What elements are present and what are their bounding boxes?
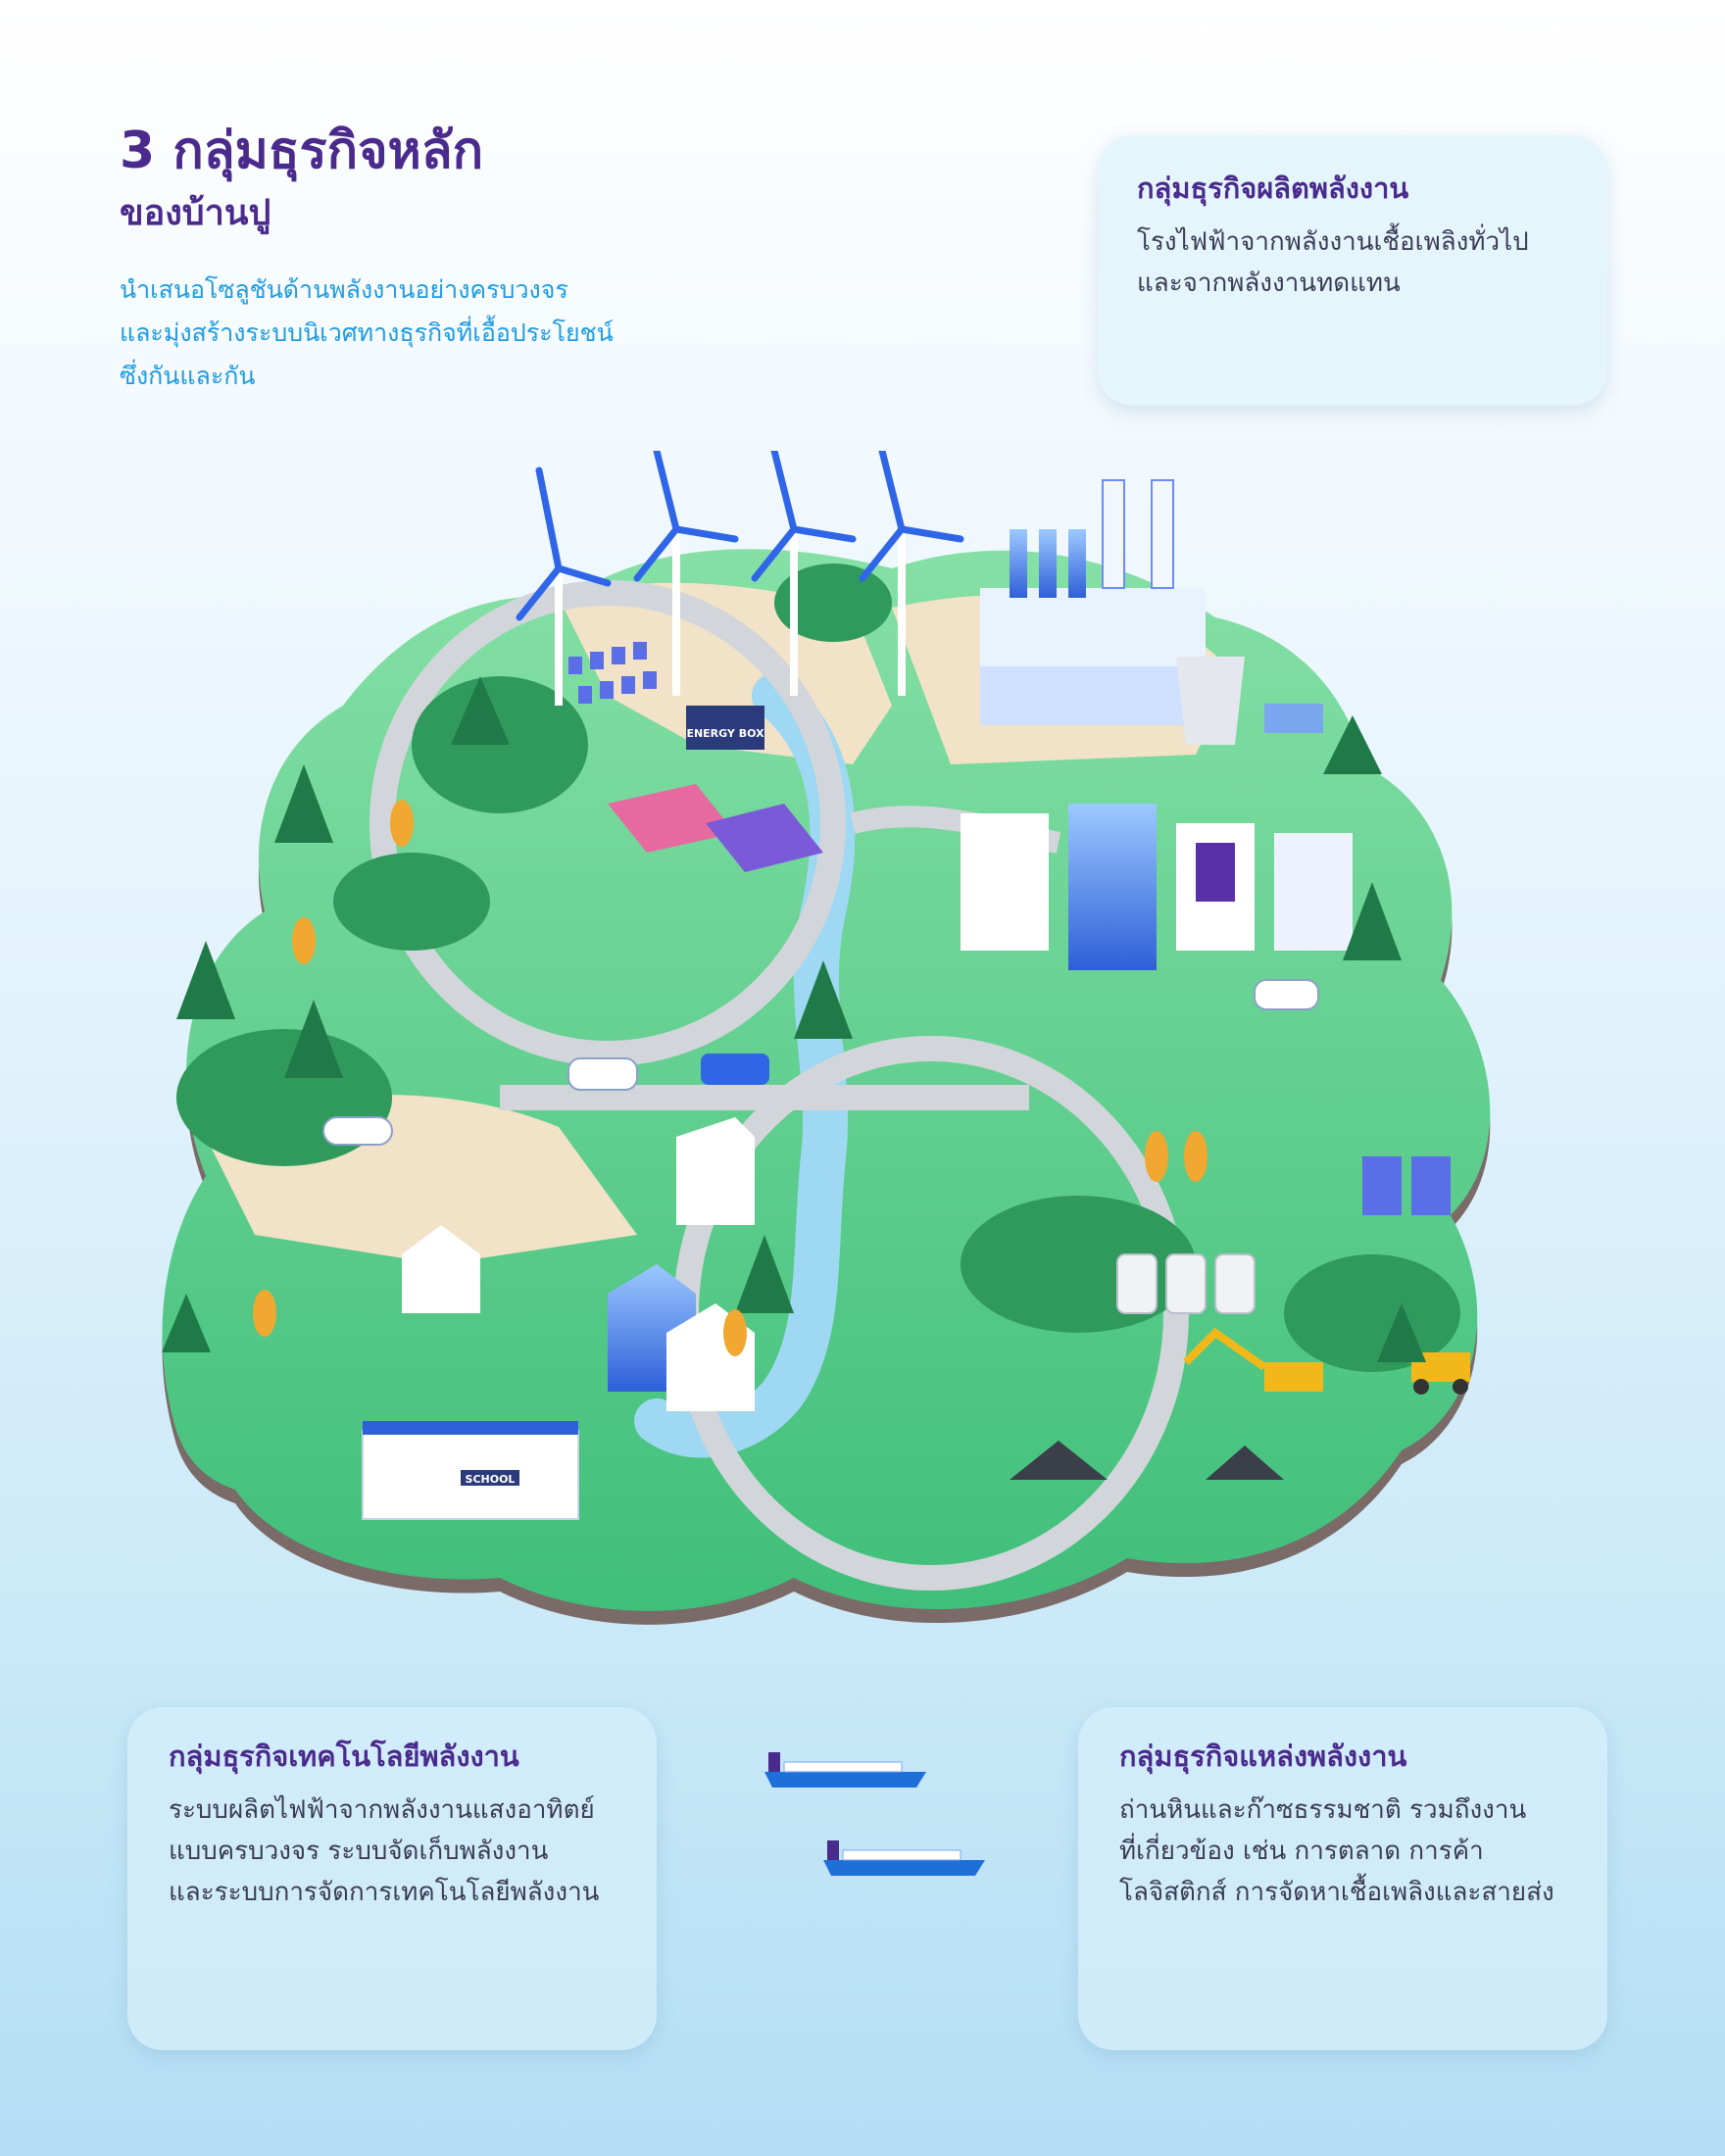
cargo-ships [764, 1752, 985, 1876]
card-line: และระบบการจัดการเทคโนโลยีพลังงาน [169, 1878, 600, 1907]
header: 3 กลุ่มธุรกิจหลัก ของบ้านปู นำเสนอโซลูชั… [120, 120, 708, 398]
solar-array [1362, 1156, 1451, 1215]
storage-buildings [961, 804, 1353, 970]
card-energy-resources: กลุ่มธุรกิจแหล่งพลังงาน ถ่านหินและก๊าซธร… [1078, 1707, 1607, 2050]
solar-panels [568, 642, 657, 704]
turbine-blades [516, 451, 964, 621]
energy-city-illustration: ENERGY BOX [162, 451, 1491, 1625]
school-label: SCHOOL [466, 1473, 516, 1486]
card-line: ถ่านหินและก๊าซธรรมชาติ รวมถึงงาน [1119, 1795, 1527, 1825]
coal-piles [1010, 1441, 1284, 1480]
autumn-trees [253, 800, 1208, 1356]
energy-box-label: ENERGY BOX [686, 727, 764, 740]
cars [322, 979, 1319, 1146]
card-title: กลุ่มธุรกิจผลิตพลังงาน [1137, 172, 1409, 205]
card-line: และจากพลังงานทดแทน [1137, 269, 1401, 298]
energy-box: ENERGY BOX [686, 706, 764, 750]
card-energy-technology: กลุ่มธุรกิจเทคโนโลยีพลังงาน ระบบผลิตไฟฟ้… [127, 1707, 657, 2050]
school: SCHOOL [362, 1421, 579, 1520]
card-line: แบบครบวงจร ระบบจัดเก็บพลังงาน [169, 1837, 549, 1866]
card-line: โลจิสติกส์ การจัดหาเชื้อเพลิงและสายส่ง [1119, 1878, 1554, 1907]
card-body: ระบบผลิตไฟฟ้าจากพลังงานแสงอาทิตย์ แบบครบ… [169, 1789, 616, 1913]
picnic-blankets [608, 784, 823, 872]
intro-line: ซึ่งกันและกัน [120, 362, 256, 390]
storage-tanks [1116, 1253, 1256, 1314]
card-line: ระบบผลิตไฟฟ้าจากพลังงานแสงอาทิตย์ [169, 1795, 595, 1825]
card-line: โรงไฟฟ้าจากพลังงานเชื้อเพลิงทั่วไป [1137, 227, 1529, 257]
card-body: โรงไฟฟ้าจากพลังงานเชื้อเพลิงทั่วไป และจา… [1137, 221, 1568, 304]
card-body: ถ่านหินและก๊าซธรรมชาติ รวมถึงงาน ที่เกี่… [1119, 1789, 1566, 1913]
ship-icon [823, 1840, 985, 1876]
ship-icon [764, 1752, 926, 1788]
wind-turbines [555, 529, 906, 706]
card-title: กลุ่มธุรกิจเทคโนโลยีพลังงาน [169, 1740, 519, 1773]
page-title: 3 กลุ่มธุรกิจหลัก [120, 122, 484, 180]
excavator [1183, 1327, 1323, 1392]
trees [162, 676, 1426, 1362]
power-plant [980, 479, 1323, 745]
card-line: ที่เกี่ยวข้อง เช่น การตลาด การค้า [1119, 1837, 1484, 1866]
intro-text: นำเสนอโซลูชันด้านพลังงานอย่างครบวงจร และ… [120, 269, 708, 398]
intro-line: นำเสนอโซลูชันด้านพลังงานอย่างครบวงจร [120, 275, 568, 304]
card-title: กลุ่มธุรกิจแหล่งพลังงาน [1119, 1740, 1407, 1773]
page-subtitle: ของบ้านปู [120, 193, 271, 233]
card-power-generation: กลุ่มธุรกิจผลิตพลังงาน โรงไฟฟ้าจากพลังงา… [1098, 135, 1607, 406]
intro-line: และมุ่งสร้างระบบนิเวศทางธุรกิจที่เอื้อปร… [120, 318, 614, 347]
road-loop-top [370, 580, 846, 1066]
